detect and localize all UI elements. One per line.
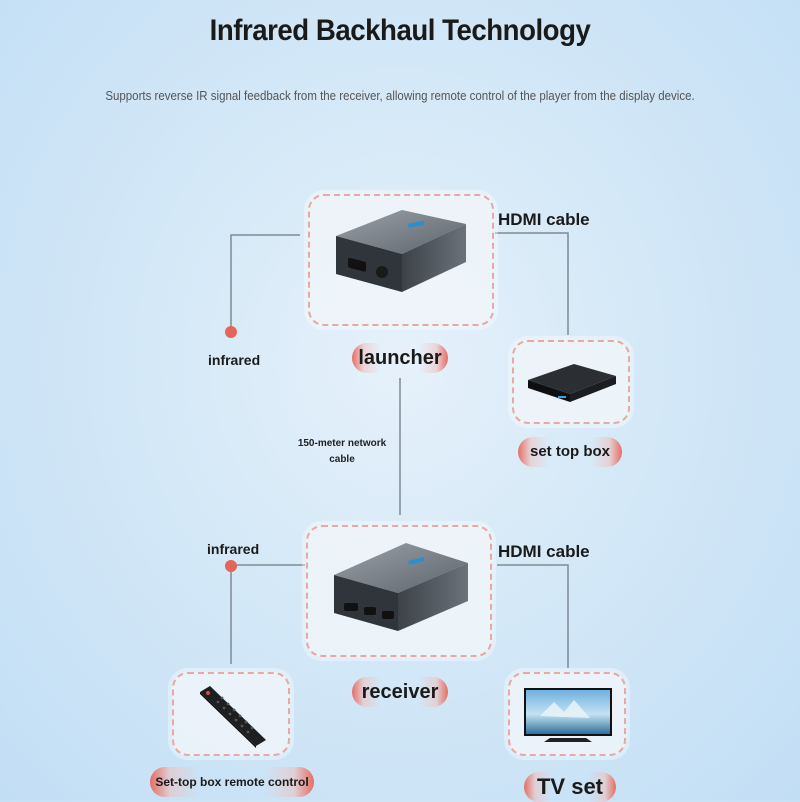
set-top-box-icon xyxy=(528,364,616,402)
receiver-card xyxy=(306,525,492,657)
hdmi-line-bottom xyxy=(497,564,569,668)
launcher-label: launcher xyxy=(352,343,448,373)
remote-control-label: Set-top box remote control xyxy=(150,767,314,797)
hdmi-cable-label-top: HDMI cable xyxy=(498,210,590,229)
set-top-box-label: set top box xyxy=(518,437,622,467)
launcher-device-icon xyxy=(336,210,466,292)
tv-set-card xyxy=(508,672,626,756)
infrared-line-bottom xyxy=(230,564,305,664)
infrared-line-top xyxy=(230,234,300,330)
tv-set-icon xyxy=(524,688,612,742)
set-top-box-card xyxy=(512,340,630,424)
remote-control-card xyxy=(172,672,290,756)
remote-control-icon xyxy=(200,686,266,748)
receiver-label: receiver xyxy=(352,677,448,707)
page-title: Infrared Backhaul Technology xyxy=(209,14,591,47)
network-cable-label-line2: cable xyxy=(329,454,355,465)
launcher-card xyxy=(308,194,494,326)
infrared-dot-top xyxy=(225,326,237,338)
tv-set-label: TV set xyxy=(524,772,616,802)
network-cable-label: 150-meter network cable xyxy=(292,436,392,468)
infrared-label-bottom: infrared xyxy=(207,541,260,557)
hdmi-cable-label-bottom: HDMI cable xyxy=(498,542,590,561)
infrared-dot-bottom xyxy=(225,560,237,572)
network-cable-label-line1: 150-meter network xyxy=(297,438,387,449)
hdmi-line-top xyxy=(495,232,569,335)
receiver-device-icon xyxy=(334,543,468,631)
infrared-label-top: infrared xyxy=(208,352,261,368)
page-subtitle: Supports reverse IR signal feedback from… xyxy=(105,89,695,103)
